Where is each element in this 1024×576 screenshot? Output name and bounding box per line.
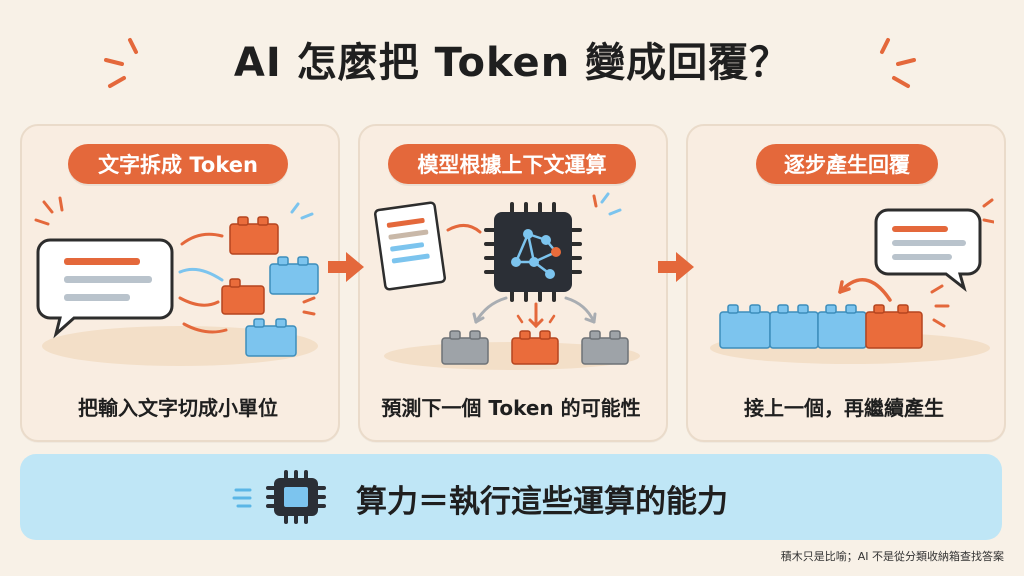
brick-blue-icon xyxy=(719,304,771,349)
compute-definition-bar xyxy=(20,454,1002,540)
step-3-caption: 接上一個，再繼續產生 xyxy=(744,396,944,420)
step-1-label: 文字拆成 Token xyxy=(68,144,288,184)
brick-orange-icon xyxy=(865,304,923,349)
brick-gray-icon xyxy=(581,330,629,365)
step-2-caption: 預測下一個 Token 的可能性 xyxy=(381,396,641,420)
speech-bubble-icon xyxy=(874,208,982,293)
brick-blue-icon xyxy=(269,256,319,295)
brick-blue-icon xyxy=(769,304,819,349)
step-3-label: 逐步產生回覆 xyxy=(756,144,938,184)
model-compute-illustration xyxy=(373,192,640,370)
generate-reply-illustration xyxy=(710,198,994,364)
chip-icon xyxy=(232,470,326,524)
page-title: AI 怎麼把 Token 變成回覆？ xyxy=(233,40,791,86)
step-1-caption: 把輸入文字切成小單位 xyxy=(78,396,278,420)
step-2-label: 模型根據上下文運算 xyxy=(388,144,636,184)
brick-orange-icon xyxy=(229,216,279,255)
document-icon xyxy=(373,201,447,291)
arrow-right-icon xyxy=(658,252,694,282)
brick-orange-icon xyxy=(221,278,265,315)
spark-left-icon xyxy=(104,38,138,88)
compute-definition-text: 算力＝執行這些運算的能力 xyxy=(356,484,728,520)
brick-blue-icon xyxy=(245,318,297,357)
ai-chip-icon xyxy=(484,202,582,302)
spark-right-icon xyxy=(880,38,916,88)
brick-blue-icon xyxy=(817,304,867,349)
speech-bubble-icon xyxy=(36,238,174,339)
brick-gray-icon xyxy=(441,330,489,365)
brick-orange-icon xyxy=(511,330,559,365)
tokenize-illustration xyxy=(34,196,319,366)
arrow-right-icon xyxy=(328,252,364,282)
footnote: 積木只是比喻；AI 不是從分類收納箱查找答案 xyxy=(780,550,1004,563)
